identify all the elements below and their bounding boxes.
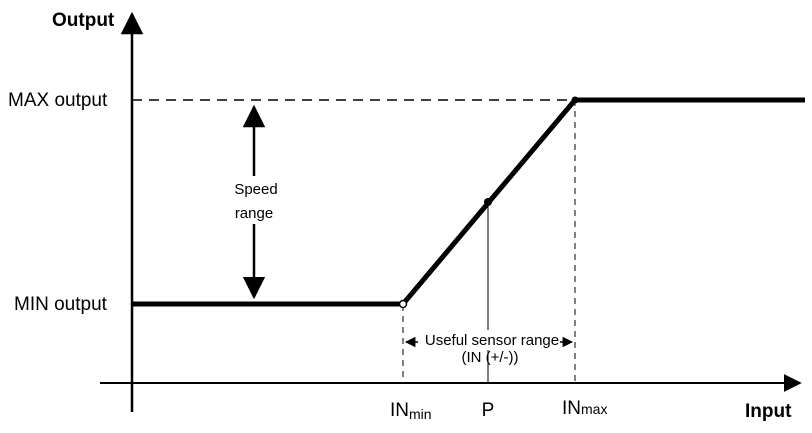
in-max-point [571,96,579,104]
x-axis-label: Input [745,401,792,422]
speed-range-label-line2: range [235,205,273,222]
sensor-range-label-line1: Useful sensor range [425,332,559,349]
speed-range-label-bg [224,176,286,224]
max-output-label: MAX output [8,90,108,111]
in-min-sub: min [409,406,432,422]
in-max-tick-label: INmax [562,398,607,419]
p-point [484,198,492,206]
min-output-label: MIN output [14,294,108,315]
in-max-main: IN [562,398,581,419]
speed-range-label-line1: Speed [234,181,277,198]
sensor-range-label-line2: (IN (+/-)) [461,349,518,366]
in-min-point [398,299,408,309]
in-max-sub: max [581,401,607,417]
in-min-main: IN [390,400,409,421]
in-min-tick-label: INmin [390,400,432,422]
sensor-range-label-bg [418,330,560,350]
y-axis-label: Output [52,10,115,31]
p-tick-label: P [482,400,495,421]
